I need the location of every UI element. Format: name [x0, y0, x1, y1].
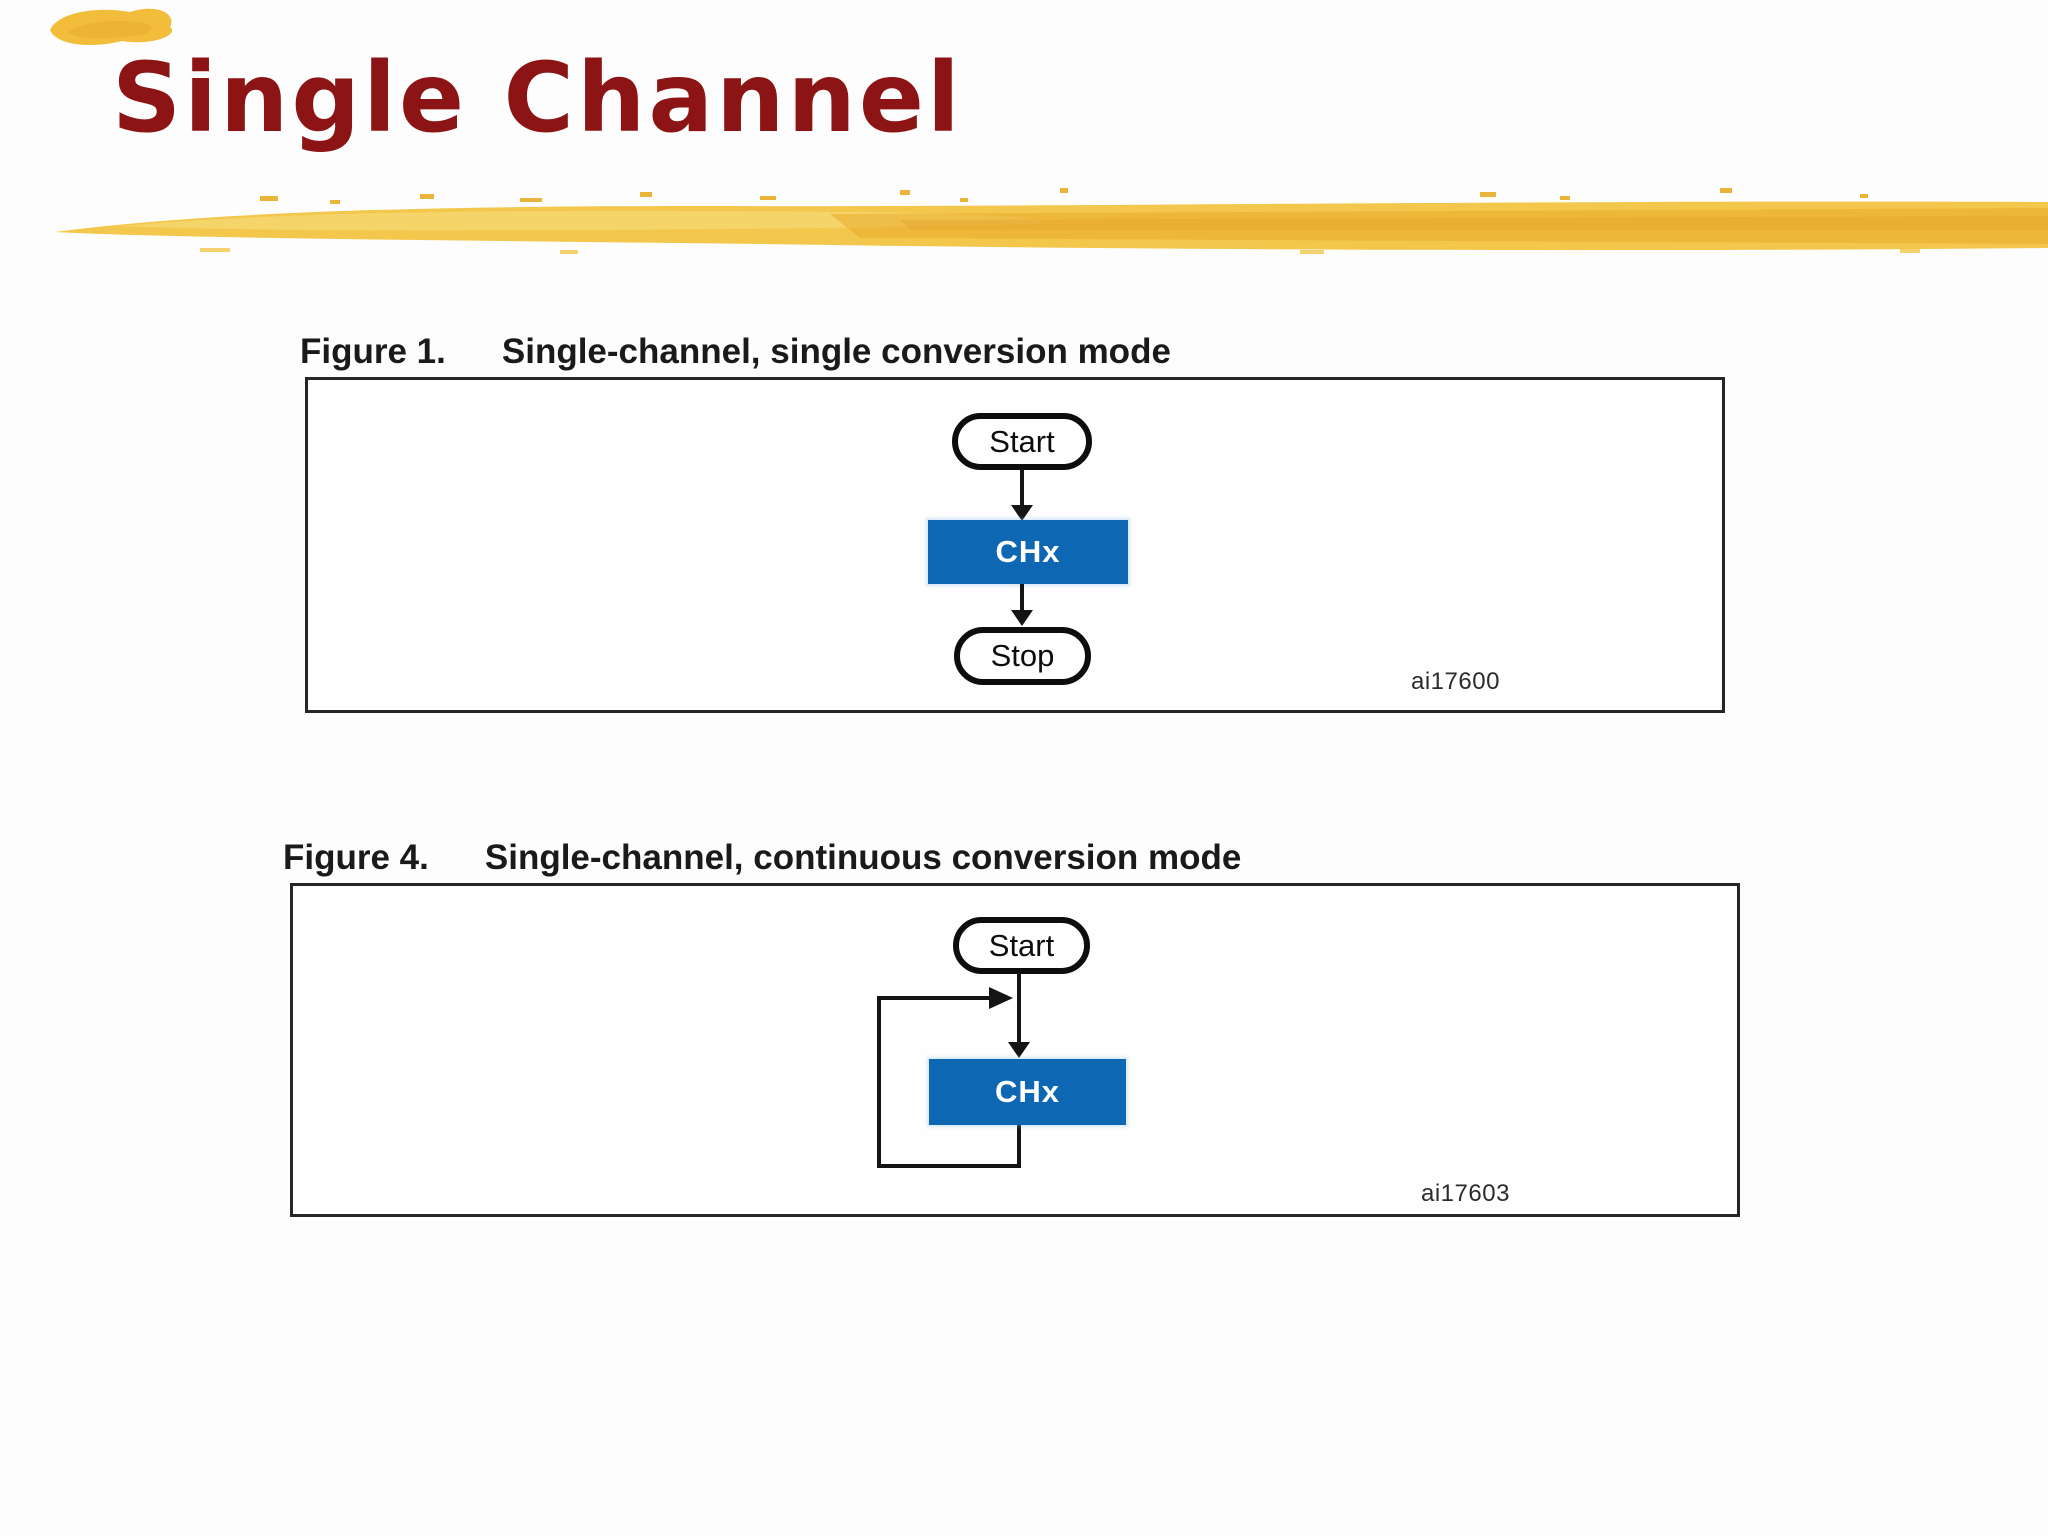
- figure1-stop-node: Stop: [954, 627, 1091, 685]
- figure4-chx-node: CHx: [929, 1059, 1126, 1125]
- figure1-caption-text: Single-channel, single conversion mode: [501, 332, 1171, 371]
- figure4-caption-label: Figure 4.: [283, 838, 429, 877]
- arrow-right-icon: [989, 987, 1013, 1009]
- arrow-down-icon: [1008, 1042, 1030, 1058]
- figure1-ref-code: ai17600: [1411, 668, 1500, 695]
- figure4-caption: Figure 4. Single-channel, continuous con…: [283, 838, 1241, 878]
- figure4-ref-code: ai17603: [1421, 1180, 1510, 1207]
- slide-title: Single Channel: [112, 42, 963, 154]
- arrow-down-icon: [1011, 610, 1033, 626]
- figure1-caption: Figure 1. Single-channel, single convers…: [300, 332, 1171, 372]
- figure1-connector-start-chx: [1020, 468, 1024, 508]
- figure4-frame: Start CHx ai17603: [290, 883, 1740, 1217]
- figure1-start-node: Start: [952, 413, 1092, 470]
- figure4-loop-bottom: [877, 1164, 1021, 1168]
- figure1-chx-node: CHx: [928, 520, 1128, 584]
- figure1-chx-label: CHx: [995, 534, 1061, 569]
- figure4-loop-top: [877, 996, 989, 1000]
- figure1-connector-chx-stop: [1020, 584, 1024, 612]
- figure4-loop-stub: [1017, 1125, 1021, 1168]
- figure4-caption-text: Single-channel, continuous conversion mo…: [484, 838, 1242, 877]
- brush-stroke-divider: [55, 188, 2048, 254]
- figure1-frame: Start CHx Stop ai17600: [305, 377, 1725, 713]
- figure4-loop-left: [877, 996, 881, 1168]
- figure1-start-label: Start: [989, 423, 1055, 459]
- figure4-start-label: Start: [988, 927, 1055, 963]
- figure1-caption-label: Figure 1.: [300, 332, 446, 371]
- figure4-chx-label: CHx: [994, 1074, 1060, 1109]
- arrow-down-icon: [1011, 505, 1033, 521]
- figure1-stop-label: Stop: [990, 638, 1055, 673]
- figure4-connector-start-chx: [1017, 974, 1021, 1043]
- figure4-start-node: Start: [953, 917, 1090, 974]
- paint-splash-icon: [50, 8, 173, 46]
